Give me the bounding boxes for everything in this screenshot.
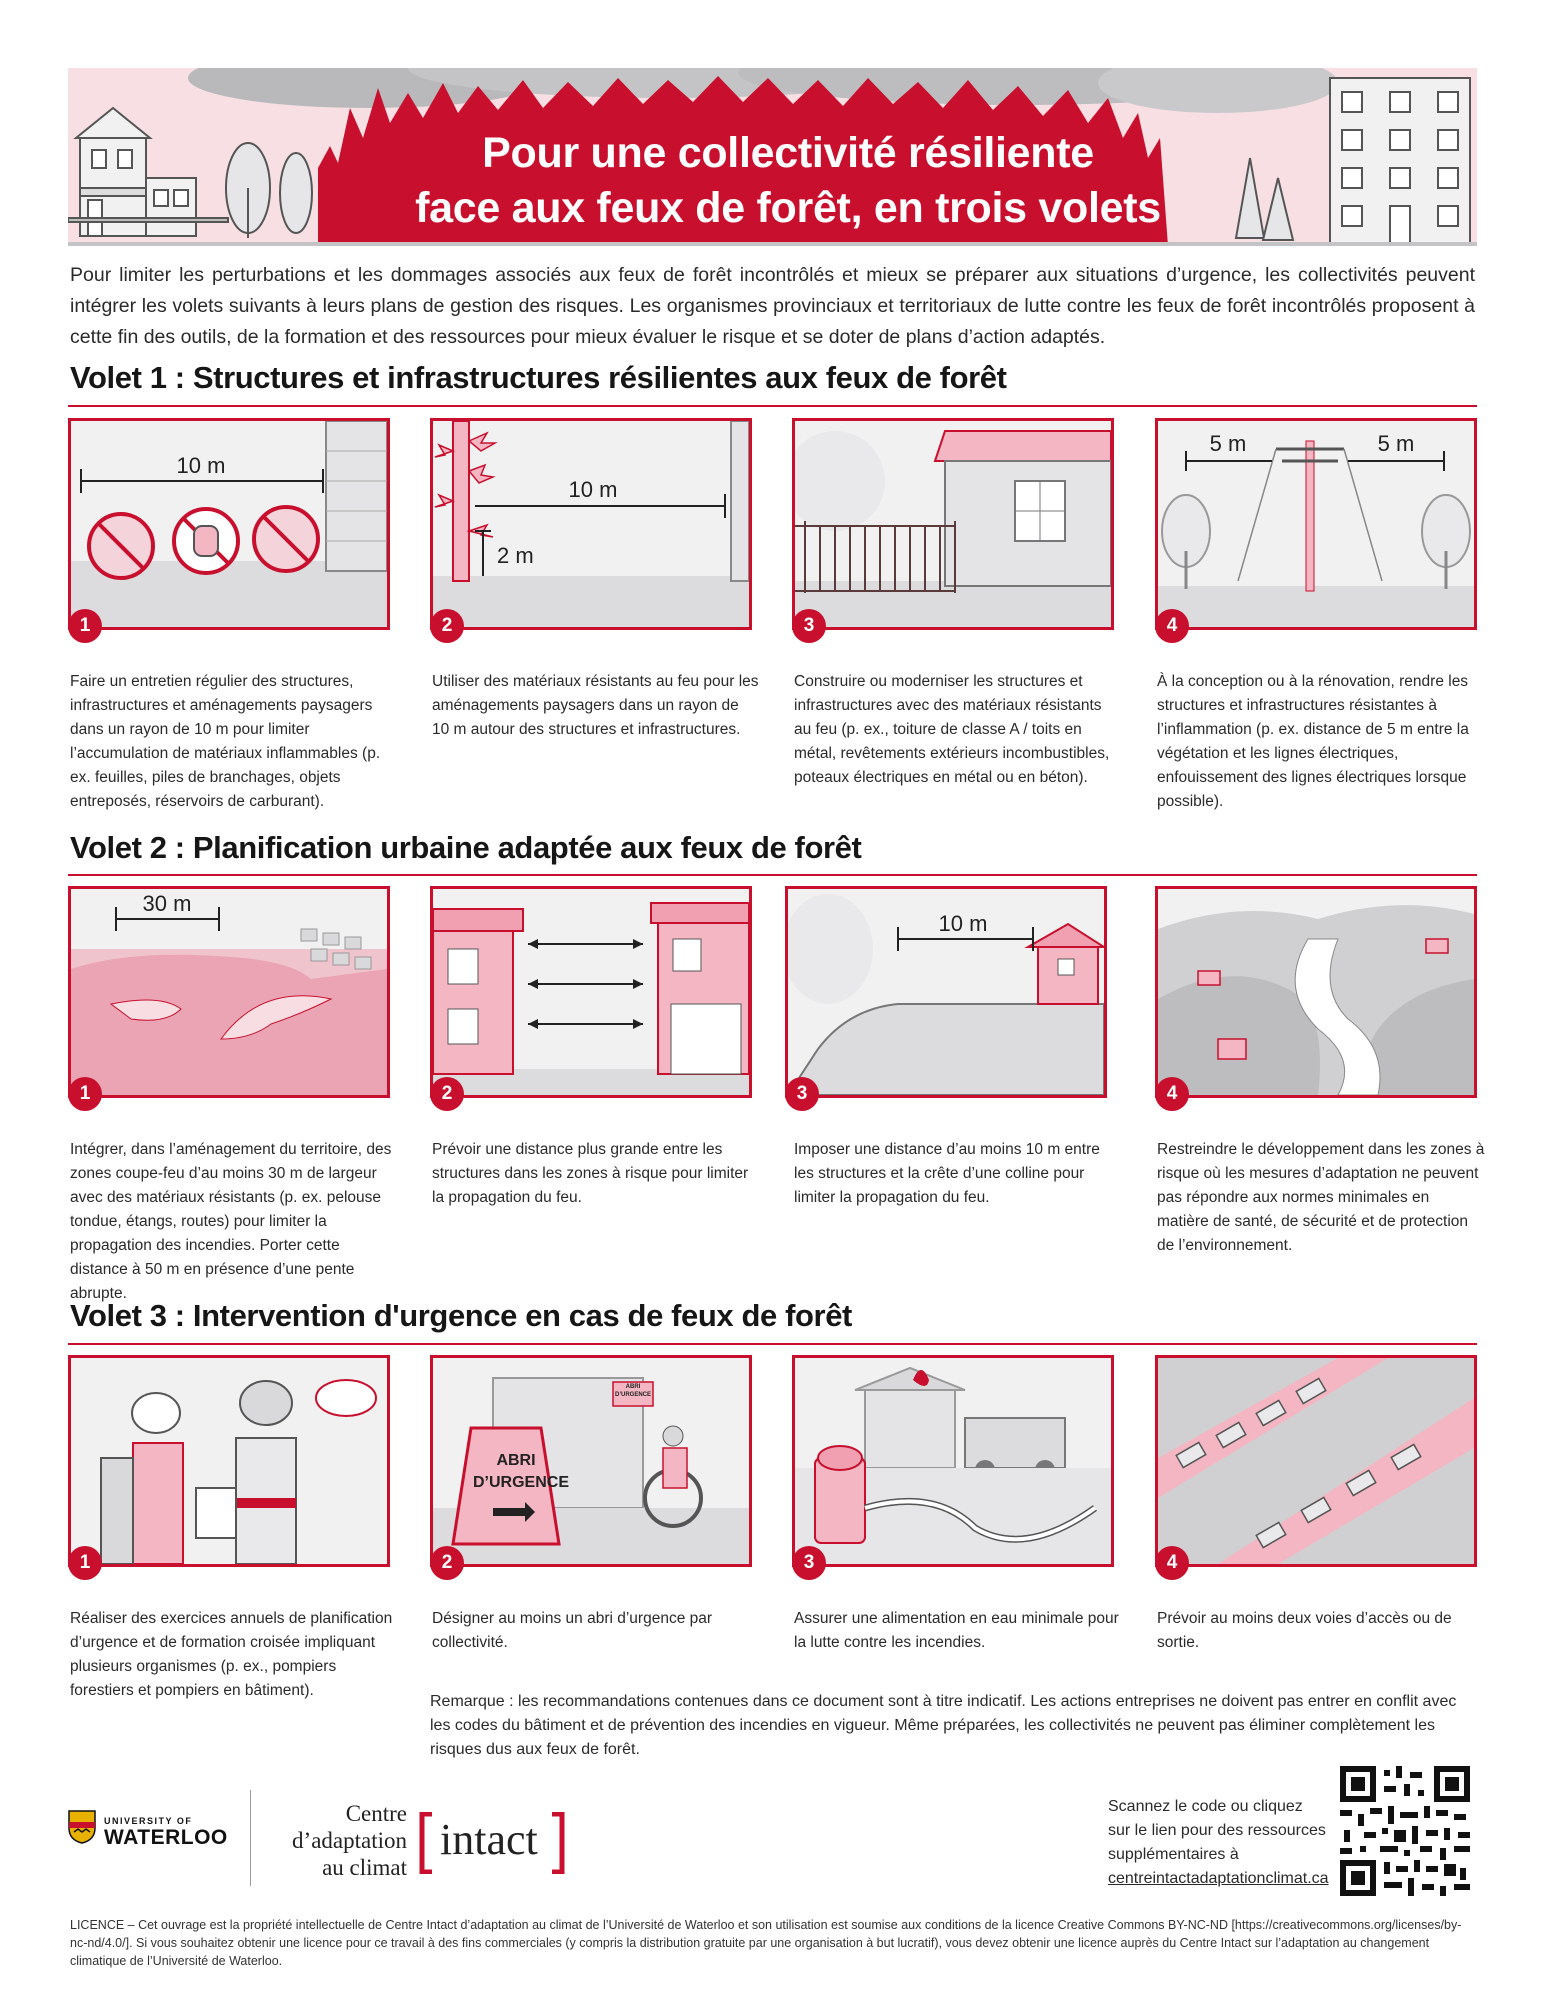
step-number-badge: 2 — [430, 1546, 464, 1580]
section-1-rule — [68, 405, 1477, 407]
step-number-badge: 2 — [430, 1077, 464, 1111]
restricted-development-illustration — [1158, 889, 1474, 1095]
emergency-shelter-illustration — [433, 1358, 749, 1564]
section-3-rule — [68, 1343, 1477, 1345]
section-2-panel-1: 30 m 1 — [68, 886, 390, 1111]
centre-adaptation-logo[interactable]: Centre d’adaptation au climat — [272, 1800, 407, 1881]
title-banner: Pour une collectivité résiliente face au… — [68, 68, 1477, 246]
scan-instruction-text: Scannez le code ou cliquez sur le lien p… — [1108, 1798, 1326, 1863]
section-2-caption-2: Prévoir une distance plus grande entre l… — [432, 1141, 749, 1206]
section-1-caption-2: Utiliser des matériaux résistants au feu… — [432, 673, 759, 738]
section-2-panel-4: 4 — [1155, 886, 1477, 1111]
section-1-panel-3: 3 — [792, 418, 1114, 643]
section-2-heading: Volet 2 : Planification urbaine adaptée … — [70, 830, 862, 865]
clear-flammables-illustration: 10 m — [71, 421, 387, 627]
svg-text:10 m: 10 m — [569, 477, 618, 502]
svg-text:10 m: 10 m — [939, 911, 988, 936]
section-2-rule — [68, 874, 1477, 876]
dimension-label: 10 m — [177, 453, 226, 478]
section-1-panel-2: 10 m 2 m 2 — [430, 418, 752, 643]
licence-text: LICENCE – Cet ouvrage est la propriété i… — [70, 1918, 1462, 1968]
fire-resistant-landscaping-illustration: 10 m 2 m — [433, 421, 749, 627]
banner-illustration — [68, 68, 1477, 246]
shelter-sign-line-1: ABRI — [496, 1452, 536, 1469]
intro-paragraph: Pour limiter les perturbations et les do… — [70, 264, 1475, 348]
step-number-badge: 3 — [785, 1077, 819, 1111]
step-number-badge: 1 — [68, 1546, 102, 1580]
centre-line-3: au climat — [322, 1855, 407, 1880]
intact-bracket-icon — [419, 1812, 565, 1874]
section-3-heading: Volet 3 : Intervention d'urgence en cas … — [70, 1298, 852, 1333]
step-number-badge: 3 — [792, 609, 826, 643]
building-spacing-illustration — [433, 902, 749, 1095]
svg-text:2 m: 2 m — [497, 543, 534, 568]
firebreak-zone-illustration: 30 m — [71, 889, 387, 1095]
section-1-caption-1: Faire un entretien régulier des structur… — [70, 673, 381, 810]
intact-logo[interactable]: intact — [418, 1812, 566, 1874]
step-number-badge: 4 — [1155, 1546, 1189, 1580]
section-2-panel-3: 10 m 3 — [785, 886, 1107, 1111]
access-routes-illustration — [1158, 1358, 1474, 1564]
qr-code-icon[interactable] — [1340, 1766, 1470, 1896]
title-line-2: face aux feux de forêt, en trois volets — [415, 184, 1161, 232]
step-number-badge: 4 — [1155, 1077, 1189, 1111]
intact-wordmark: intact — [440, 1815, 538, 1864]
fire-resistant-materials-illustration — [795, 430, 1111, 627]
section-1-panel-4: 5 m 5 m 4 — [1155, 418, 1477, 643]
water-supply-illustration — [795, 1358, 1111, 1564]
svg-text:5 m: 5 m — [1210, 431, 1247, 456]
section-2-caption-1: Intégrer, dans l’aménagement du territoi… — [70, 1141, 392, 1302]
emergency-training-illustration — [71, 1358, 387, 1564]
svg-text:5 m: 5 m — [1378, 431, 1415, 456]
uw-big-text: WATERLOO — [104, 1826, 228, 1849]
section-1-panel-1: 10 m 1 — [68, 418, 390, 643]
section-1-caption-4: À la conception ou à la rénovation, rend… — [1157, 673, 1469, 810]
title-line-1: Pour une collectivité résiliente — [482, 129, 1094, 177]
scan-instructions: Scannez le code ou cliquez sur le lien p… — [1108, 1795, 1329, 1891]
section-1-caption-3: Construire ou moderniser les structures … — [794, 673, 1110, 786]
section-3-panel-4: 4 — [1155, 1355, 1477, 1580]
section-3-caption-1: Réaliser des exercices annuels de planif… — [70, 1610, 393, 1699]
door-sign-text: ABRI D’URGENCE — [614, 1384, 651, 1398]
section-3-caption-4: Prévoir au moins deux voies d’accès ou d… — [1157, 1610, 1452, 1651]
section-1-heading: Volet 1 : Structures et infrastructures … — [70, 360, 1007, 395]
resource-link[interactable]: centreintactadaptationclimat.ca — [1108, 1870, 1329, 1887]
section-3-panel-2: ABRI D’URGENCE ABRI D’URGENCE 2 — [430, 1355, 752, 1580]
step-number-badge: 4 — [1155, 609, 1189, 643]
centre-line-1: Centre — [345, 1801, 407, 1826]
uw-small-text: UNIVERSITY OF — [104, 1816, 193, 1826]
section-3-panel-3: 3 — [792, 1355, 1114, 1580]
section-2-caption-3: Imposer une distance d’au moins 10 m ent… — [794, 1141, 1100, 1206]
page-title: Pour une collectivité résiliente face au… — [388, 126, 1188, 236]
step-number-badge: 2 — [430, 609, 464, 643]
section-3-panel-1: 1 — [68, 1355, 390, 1580]
step-number-badge: 3 — [792, 1546, 826, 1580]
hill-crest-setback-illustration: 10 m — [788, 894, 1104, 1095]
section-3-caption-2: Désigner au moins un abri d’urgence par … — [432, 1610, 713, 1651]
disclaimer-note: Remarque : les recommandations contenues… — [430, 1693, 1457, 1758]
power-line-clearance-illustration: 5 m 5 m — [1158, 431, 1474, 627]
step-number-badge: 1 — [68, 609, 102, 643]
section-2-caption-4: Restreindre le développement dans les zo… — [1157, 1141, 1485, 1254]
section-3-caption-3: Assurer une alimentation en eau minimale… — [794, 1610, 1119, 1651]
svg-text:30 m: 30 m — [143, 891, 192, 916]
step-number-badge: 1 — [68, 1077, 102, 1111]
shelter-sign-line-2: D’URGENCE — [473, 1474, 570, 1491]
footer-divider — [250, 1790, 251, 1886]
shelter-sign: ABRI D’URGENCE — [473, 1450, 570, 1494]
waterloo-shield-icon — [68, 1810, 96, 1844]
section-2-panel-2: 2 — [430, 886, 752, 1111]
centre-line-2: d’adaptation — [292, 1828, 407, 1853]
university-of-waterloo-logo[interactable]: UNIVERSITY OF WATERLOO — [68, 1808, 238, 1858]
